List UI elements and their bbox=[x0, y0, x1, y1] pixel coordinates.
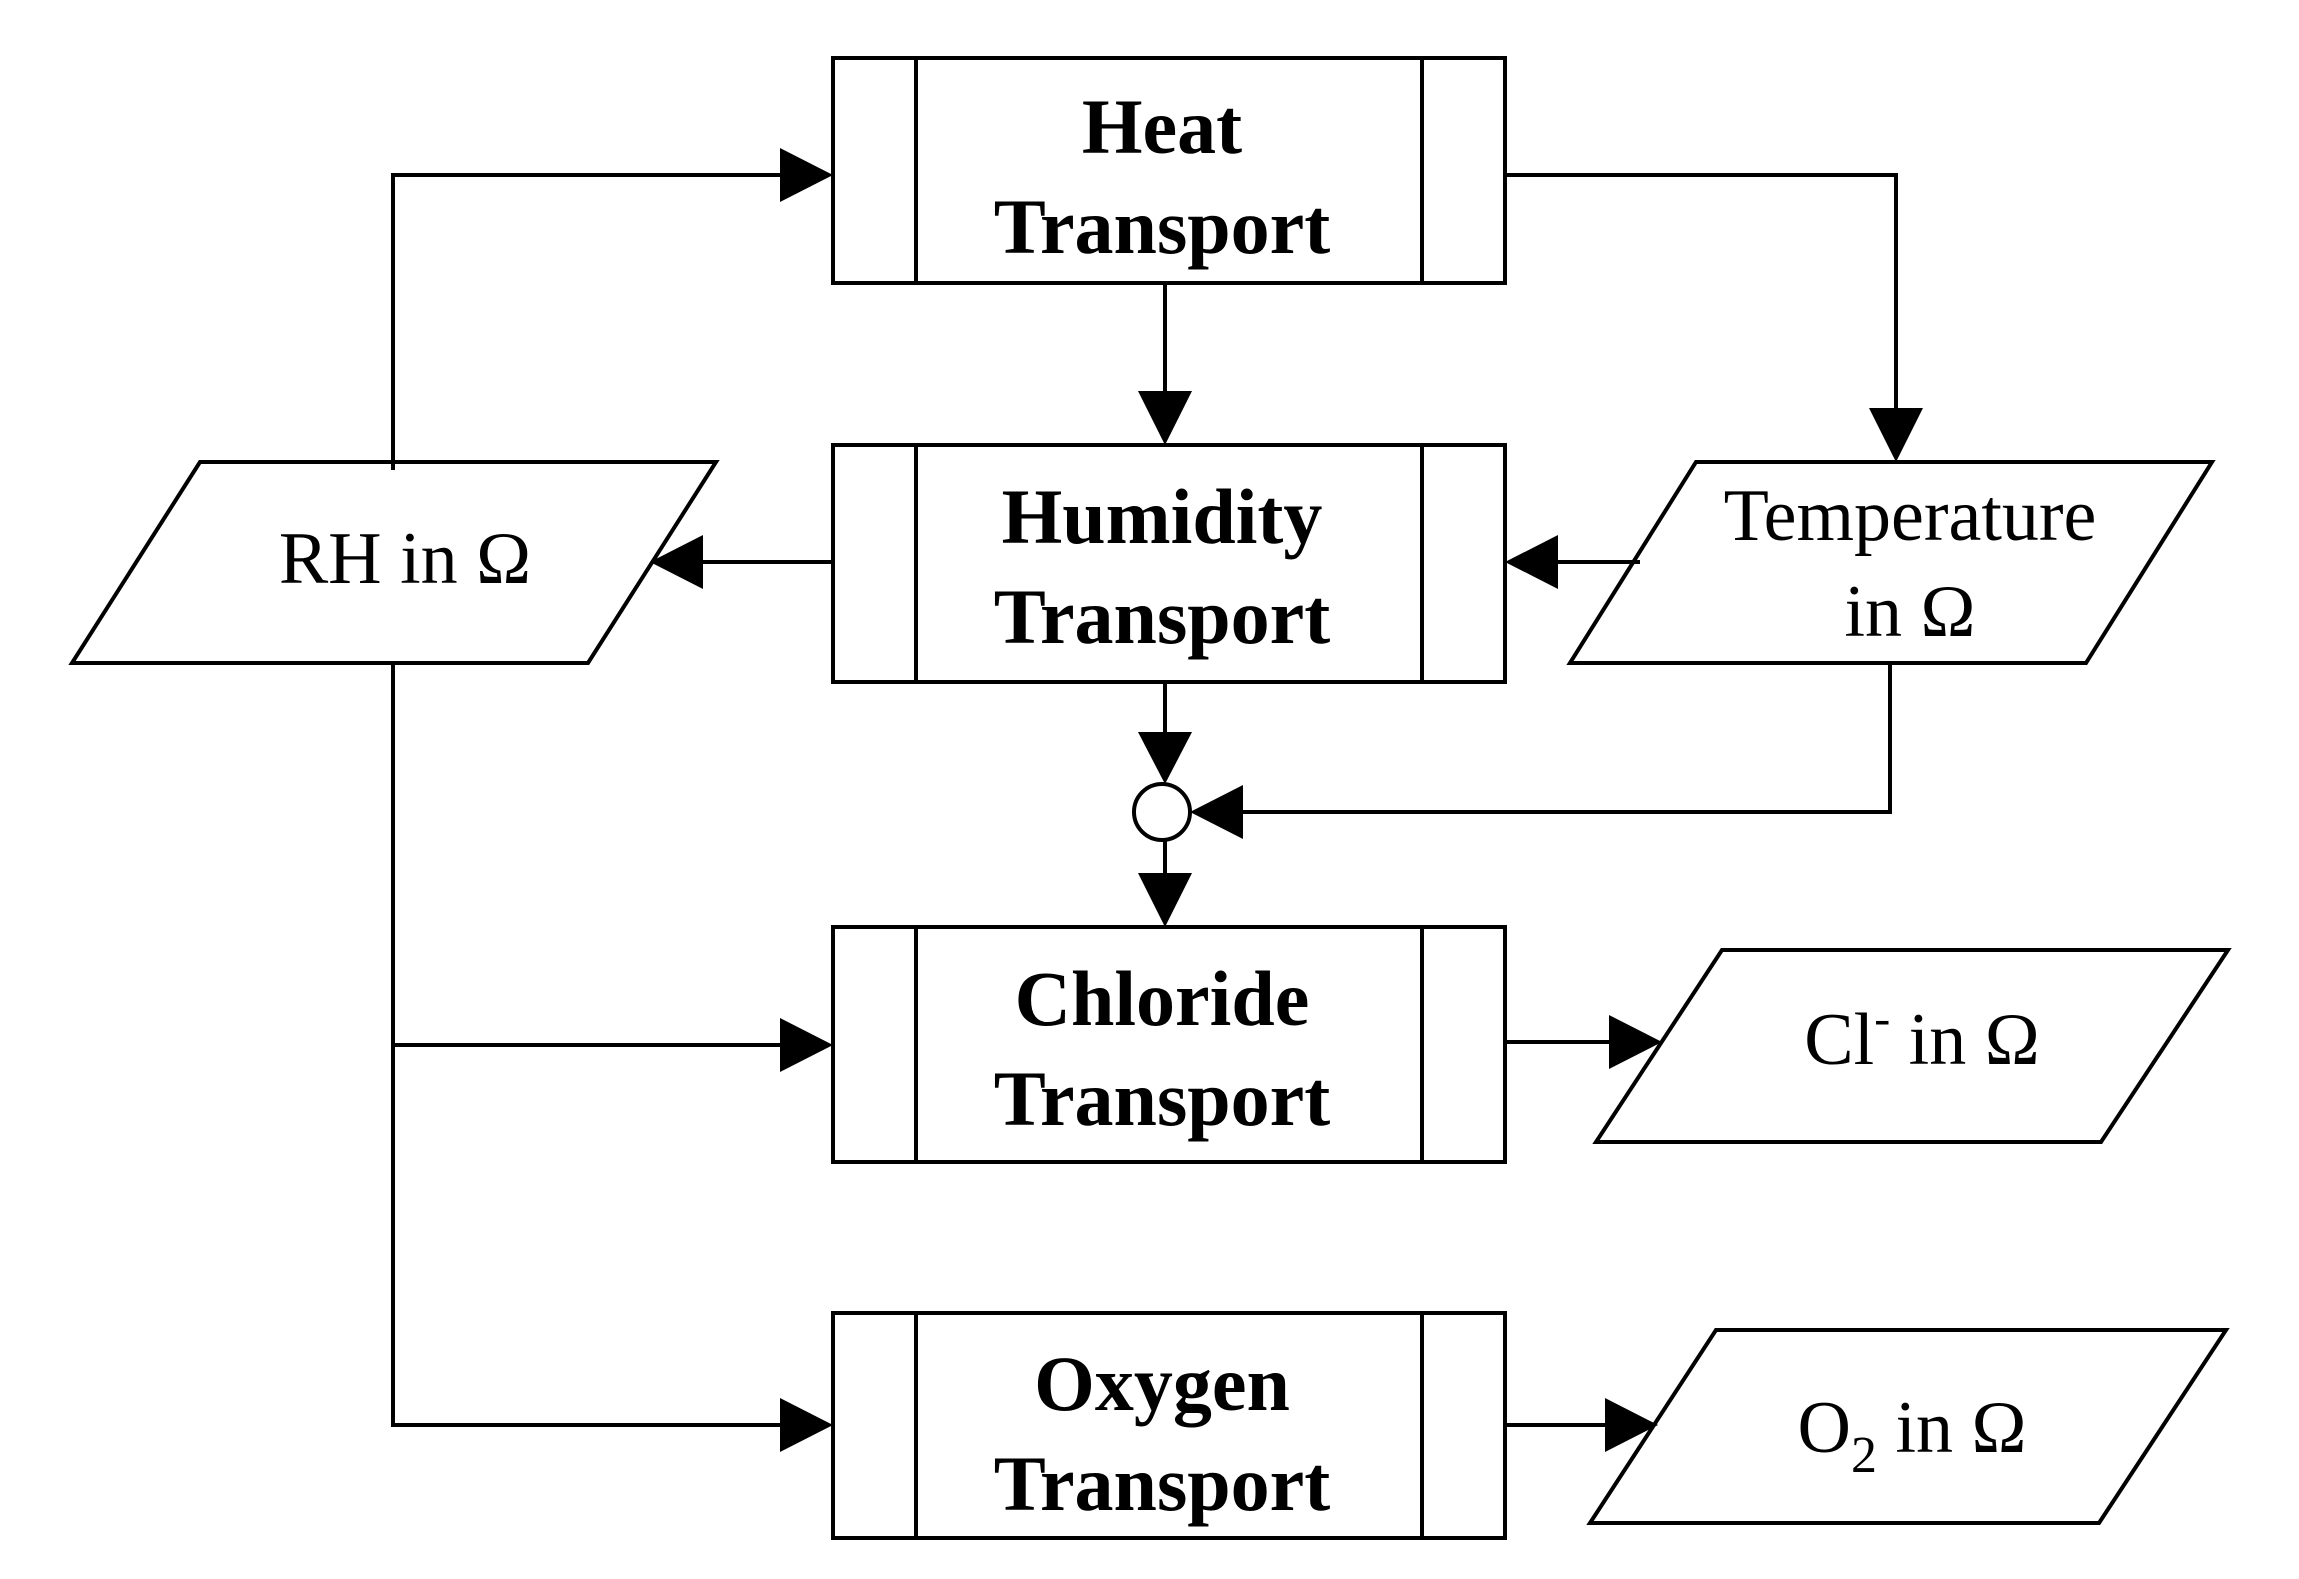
connector-oxygen-to-o2-data bbox=[1505, 1398, 1658, 1452]
arrowhead bbox=[1138, 732, 1192, 784]
chloride-data-label: Cl- in Ω bbox=[1804, 992, 2039, 1081]
oxygen-transport-label-line2: Transport bbox=[994, 1440, 1331, 1527]
arrowhead bbox=[1505, 535, 1558, 589]
humidity-transport-label-line2: Transport bbox=[994, 573, 1331, 660]
heat-transport-label-line2: Transport bbox=[994, 183, 1331, 270]
oxygen-transport-label-line1: Oxygen bbox=[1034, 1340, 1290, 1427]
chloride-data-node: Cl- in Ω bbox=[1592, 948, 2232, 1144]
chloride-transport-label-line1: Chloride bbox=[1015, 955, 1310, 1042]
connector-humidity-to-junction bbox=[1138, 682, 1192, 784]
oxygen-symbol: O bbox=[1797, 1387, 1850, 1469]
rh-data-label: RH in Ω bbox=[279, 518, 531, 600]
chloride-transport-process: Chloride Transport bbox=[831, 925, 1507, 1164]
heat-transport-label-line1: Heat bbox=[1082, 83, 1242, 170]
oxygen-data-suffix: in Ω bbox=[1877, 1387, 2027, 1469]
arrowhead bbox=[650, 535, 703, 589]
temperature-data-label-line1: Temperature bbox=[1724, 475, 2097, 557]
temperature-data-label-line2: in Ω bbox=[1844, 571, 1975, 653]
arrowhead bbox=[780, 1398, 833, 1452]
arrowhead bbox=[780, 148, 833, 202]
connector-temperature-to-junction bbox=[1190, 663, 1892, 839]
connector-heat-to-temperature bbox=[1505, 173, 1923, 462]
connector-rh-to-heat bbox=[391, 148, 833, 470]
connector-temperature-to-humidity bbox=[1505, 535, 1640, 589]
connector-junction-to-chloride bbox=[1138, 840, 1192, 927]
connector-heat-to-humidity bbox=[1138, 283, 1192, 445]
arrowhead bbox=[1190, 785, 1243, 839]
humidity-transport-process: Humidity Transport bbox=[831, 443, 1507, 684]
chloride-transport-label-line2: Transport bbox=[994, 1055, 1331, 1142]
connector-chloride-to-cl-data bbox=[1505, 1015, 1662, 1069]
junction-circle bbox=[1132, 782, 1192, 842]
heat-transport-process: Heat Transport bbox=[831, 56, 1507, 285]
chloride-superscript: - bbox=[1874, 992, 1890, 1045]
connector-rh-to-chloride-oxygen bbox=[391, 663, 833, 1452]
arrowhead bbox=[1138, 391, 1192, 445]
connector-humidity-to-rh bbox=[650, 535, 833, 589]
oxygen-subscript: 2 bbox=[1851, 1427, 1877, 1484]
oxygen-data-node: O2 in Ω bbox=[1586, 1328, 2230, 1525]
chloride-data-suffix: in Ω bbox=[1890, 999, 2040, 1081]
arrowhead bbox=[1138, 873, 1192, 927]
arrowhead bbox=[1609, 1015, 1662, 1069]
oxygen-transport-process: Oxygen Transport bbox=[831, 1311, 1507, 1540]
chloride-symbol: Cl bbox=[1804, 999, 1874, 1081]
temperature-data-node: Temperature in Ω bbox=[1566, 460, 2216, 665]
oxygen-data-label: O2 in Ω bbox=[1797, 1387, 2026, 1484]
arrowhead bbox=[1605, 1398, 1658, 1452]
humidity-transport-label-line1: Humidity bbox=[1002, 473, 1323, 560]
rh-data-node: RH in Ω bbox=[68, 460, 720, 665]
arrowhead bbox=[780, 1018, 833, 1072]
arrowhead bbox=[1869, 408, 1923, 462]
